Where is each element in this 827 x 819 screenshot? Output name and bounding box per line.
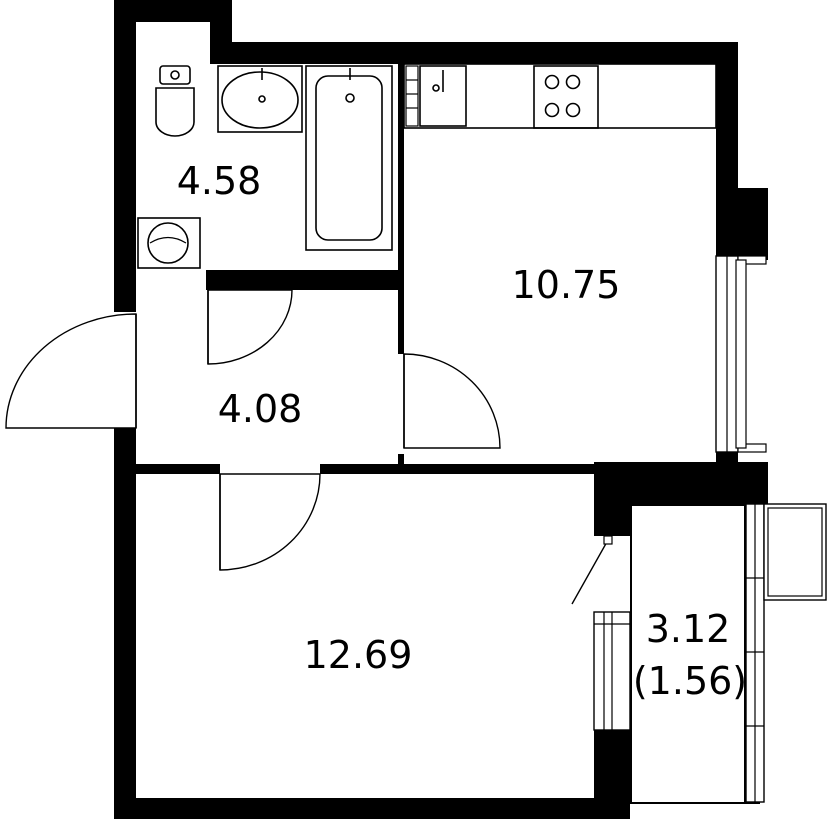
living-room-area: 12.69	[304, 633, 413, 677]
living-room-door	[219, 473, 321, 571]
partitions	[136, 64, 760, 804]
bathroom-area: 4.58	[177, 159, 262, 203]
doors	[5, 289, 613, 605]
hallway-area: 4.08	[218, 387, 303, 431]
kitchen-shelf	[405, 65, 419, 127]
kitchen-sink-icon	[419, 65, 467, 127]
stove-icon	[533, 65, 599, 129]
windows	[593, 255, 827, 803]
balcony-area: 3.12	[646, 607, 731, 651]
entrance-door	[5, 313, 137, 429]
kitchen-fixtures	[403, 63, 717, 129]
sink-icon	[217, 65, 303, 133]
bathroom-fixtures	[137, 65, 393, 269]
toilet-icon	[155, 65, 195, 137]
bathtub-icon	[305, 65, 393, 251]
washing-machine-icon	[137, 217, 201, 269]
balcony-glazing	[745, 503, 827, 803]
kitchen-area: 10.75	[512, 263, 621, 307]
bathroom-door	[207, 289, 293, 365]
kitchen-door	[403, 353, 501, 449]
balcony-door	[571, 535, 613, 605]
walls	[114, 0, 768, 819]
balcony-reduced-area: (1.56)	[633, 659, 747, 703]
kitchen-window	[715, 255, 767, 453]
balcony-door-window	[593, 611, 631, 731]
